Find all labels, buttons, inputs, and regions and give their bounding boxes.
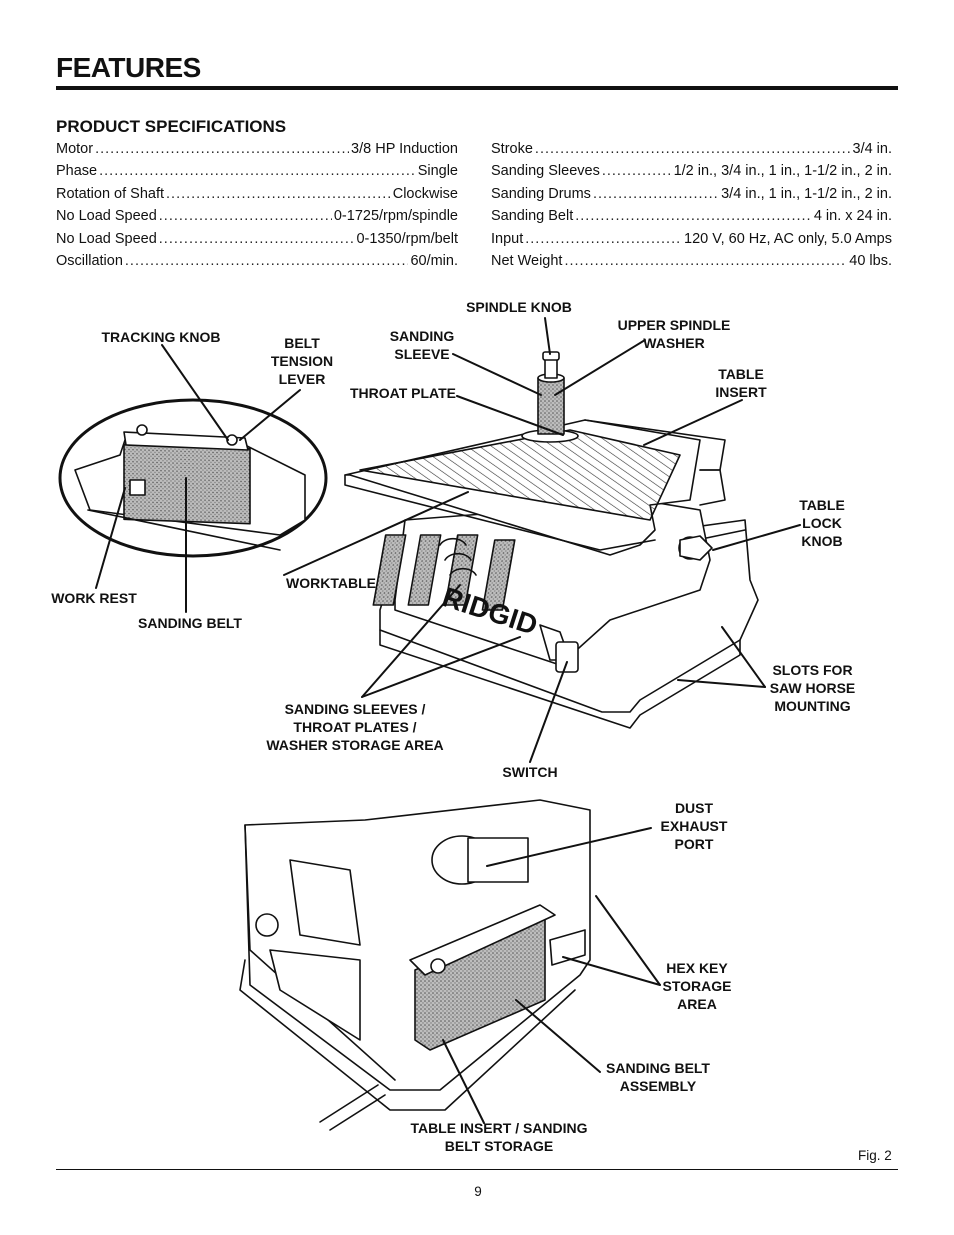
spec-value: 120 V, 60 Hz, AC only, 5.0 Amps xyxy=(684,230,892,247)
spec-row: Sanding Drums 3/4 in., 1 in., 1-1/2 in., … xyxy=(491,186,892,208)
spec-label: Sanding Belt xyxy=(491,208,574,225)
callout-sanding-sleeve: SANDING SLEEVE xyxy=(389,328,455,362)
title-rule xyxy=(56,86,898,90)
spec-value: 60/min. xyxy=(410,252,458,269)
spec-row: No Load Speed 0-1350/rpm/belt xyxy=(56,231,458,253)
callout-worktable: WORKTABLE xyxy=(286,575,376,591)
page-number: 9 xyxy=(474,1184,482,1199)
inset-detail xyxy=(58,398,328,558)
callout-throat-plate: THROAT PLATE xyxy=(349,385,457,401)
callout-slots-saw-horse: SLOTS FOR SAW HORSE MOUNTING xyxy=(769,662,856,714)
figure-caption: Fig. 2 xyxy=(858,1148,892,1163)
spec-label: Rotation of Shaft xyxy=(56,185,165,202)
callout-sanding-belt: SANDING BELT xyxy=(138,615,242,631)
spec-row: No Load Speed 0-1725/rpm/spindle xyxy=(56,208,458,230)
callout-storage-area: SANDING SLEEVES / THROAT PLATES / WASHER… xyxy=(266,701,444,753)
spec-label: No Load Speed xyxy=(56,230,157,247)
spec-label: Net Weight xyxy=(491,252,563,269)
spec-row: Phase Single xyxy=(56,163,458,185)
spec-label: Input xyxy=(491,230,524,247)
spec-label: Sanding Sleeves xyxy=(491,163,600,180)
spec-table-right: Stroke 3/4 in. Sanding Sleeves 1/2 in., 3/… xyxy=(491,141,892,275)
spec-table-left: Motor 3/8 HP Induction Phase Single Rotati… xyxy=(56,141,458,275)
spec-label: Sanding Drums xyxy=(491,185,591,202)
spec-row: Motor 3/8 HP Induction xyxy=(56,141,458,163)
callout-dust-exhaust-port: DUST EXHAUST PORT xyxy=(660,800,728,852)
switch-paddle xyxy=(555,641,579,673)
spindle-knob xyxy=(542,351,560,361)
spec-label: Stroke xyxy=(491,141,533,157)
spec-value: 1/2 in., 3/4 in., 1 in., 1-1/2 in., 2 in… xyxy=(673,163,892,180)
spec-row: Sanding Belt 4 in. x 24 in. xyxy=(491,208,892,230)
spec-value: 4 in. x 24 in. xyxy=(813,208,892,225)
callout-hex-key-storage: HEX KEY STORAGE AREA xyxy=(662,960,732,1012)
sander-lower-view xyxy=(239,799,591,1131)
callout-table-insert-belt-storage: TABLE INSERT / SANDING BELT STORAGE xyxy=(410,1120,588,1154)
spec-row: Sanding Sleeves 1/2 in., 3/4 in., 1 in., … xyxy=(491,163,892,185)
spec-value: 3/4 in. xyxy=(852,141,893,157)
spec-value: Clockwise xyxy=(392,185,458,202)
callout-sanding-belt-assembly: SANDING BELT ASSEMBLY xyxy=(606,1060,710,1094)
spec-row: Stroke 3/4 in. xyxy=(491,141,892,163)
spec-value: 0-1725/rpm/spindle xyxy=(333,208,458,225)
leader-lines xyxy=(95,317,801,1124)
spec-value: 3/8 HP Induction xyxy=(351,141,458,157)
spec-label: Phase xyxy=(56,163,98,180)
callout-upper-spindle-washer: UPPER SPINDLE WASHER xyxy=(617,317,731,351)
spec-value: 40 lbs. xyxy=(849,252,892,269)
spindle xyxy=(521,351,579,443)
callout-table-insert: TABLE INSERT xyxy=(715,366,767,400)
callout-work-rest: WORK REST xyxy=(51,590,137,606)
spec-label: Motor xyxy=(56,141,94,157)
spec-label: No Load Speed xyxy=(56,208,157,225)
callout-table-lock-knob: TABLE LOCK KNOB xyxy=(799,497,845,549)
spec-value: Single xyxy=(417,163,458,180)
spec-row: Net Weight 40 lbs. xyxy=(491,253,892,275)
worktable xyxy=(344,419,726,561)
callout-tracking-knob: TRACKING KNOB xyxy=(101,329,221,345)
spec-label: Oscillation xyxy=(56,252,123,269)
spec-value: 3/4 in., 1 in., 1-1/2 in., 2 in. xyxy=(721,185,892,202)
spec-row: Oscillation 60/min. xyxy=(56,253,458,275)
callout-spindle-knob: SPINDLE KNOB xyxy=(466,299,572,315)
section-heading: PRODUCT SPECIFICATIONS xyxy=(56,117,287,136)
bottom-rule xyxy=(56,1169,898,1170)
spec-row: Input 120 V, 60 Hz, AC only, 5.0 Amps xyxy=(491,231,892,253)
callout-switch: SWITCH xyxy=(502,764,558,780)
callout-belt-tension-lever: BELT TENSION LEVER xyxy=(270,335,334,387)
spec-row: Rotation of Shaft Clockwise xyxy=(56,186,458,208)
spec-value: 0-1350/rpm/belt xyxy=(356,230,458,247)
page-title: FEATURES xyxy=(56,52,201,83)
